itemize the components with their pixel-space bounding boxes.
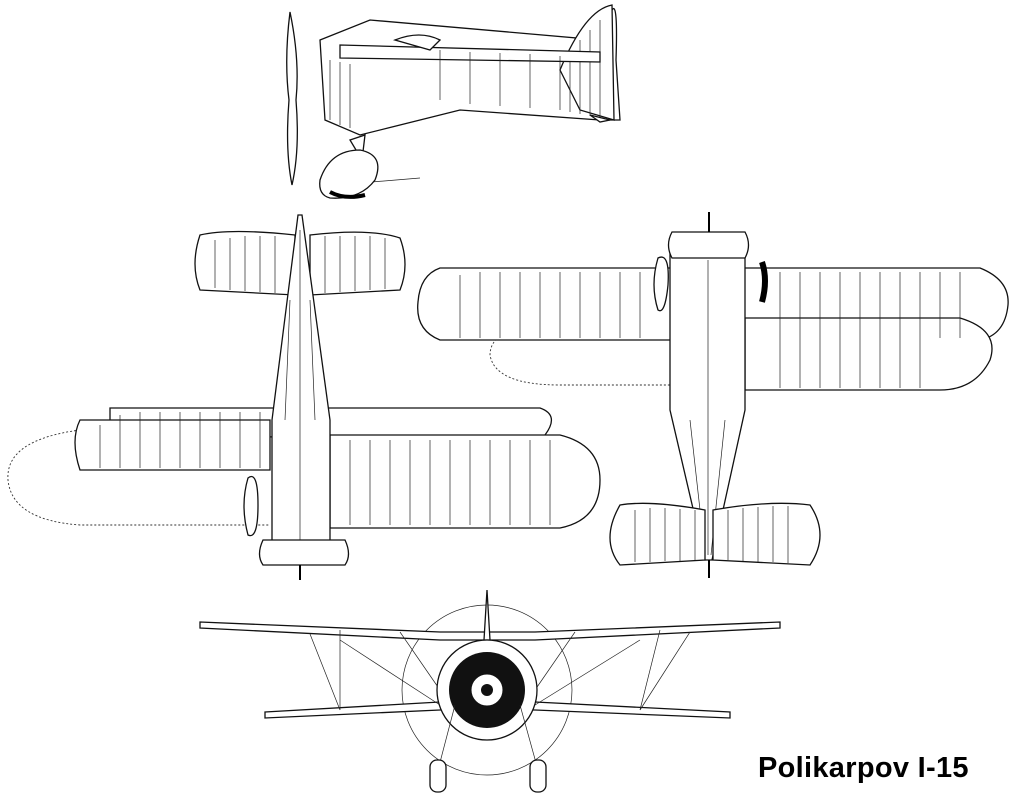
left-wheel	[429, 759, 447, 793]
bottom-propeller	[759, 261, 768, 303]
bottom-view	[417, 212, 1009, 578]
top-propeller	[243, 476, 259, 537]
bottom-engine-cowl	[667, 231, 750, 259]
top-upper-wing-left	[74, 419, 271, 471]
bottom-tail-right	[712, 502, 821, 566]
top-engine-cowl	[258, 539, 350, 566]
bottom-tail-left	[609, 502, 706, 566]
wheel-fairing	[319, 149, 379, 199]
side-view	[286, 4, 621, 199]
front-view	[199, 589, 781, 793]
propeller	[286, 11, 298, 186]
drawing-caption: Polikarpov I-15	[758, 752, 969, 784]
top-view	[7, 214, 601, 580]
bottom-lower-wing	[744, 317, 993, 391]
top-tail-right	[309, 231, 406, 296]
top-upper-wing-right	[329, 434, 601, 529]
right-wheel	[529, 759, 547, 793]
